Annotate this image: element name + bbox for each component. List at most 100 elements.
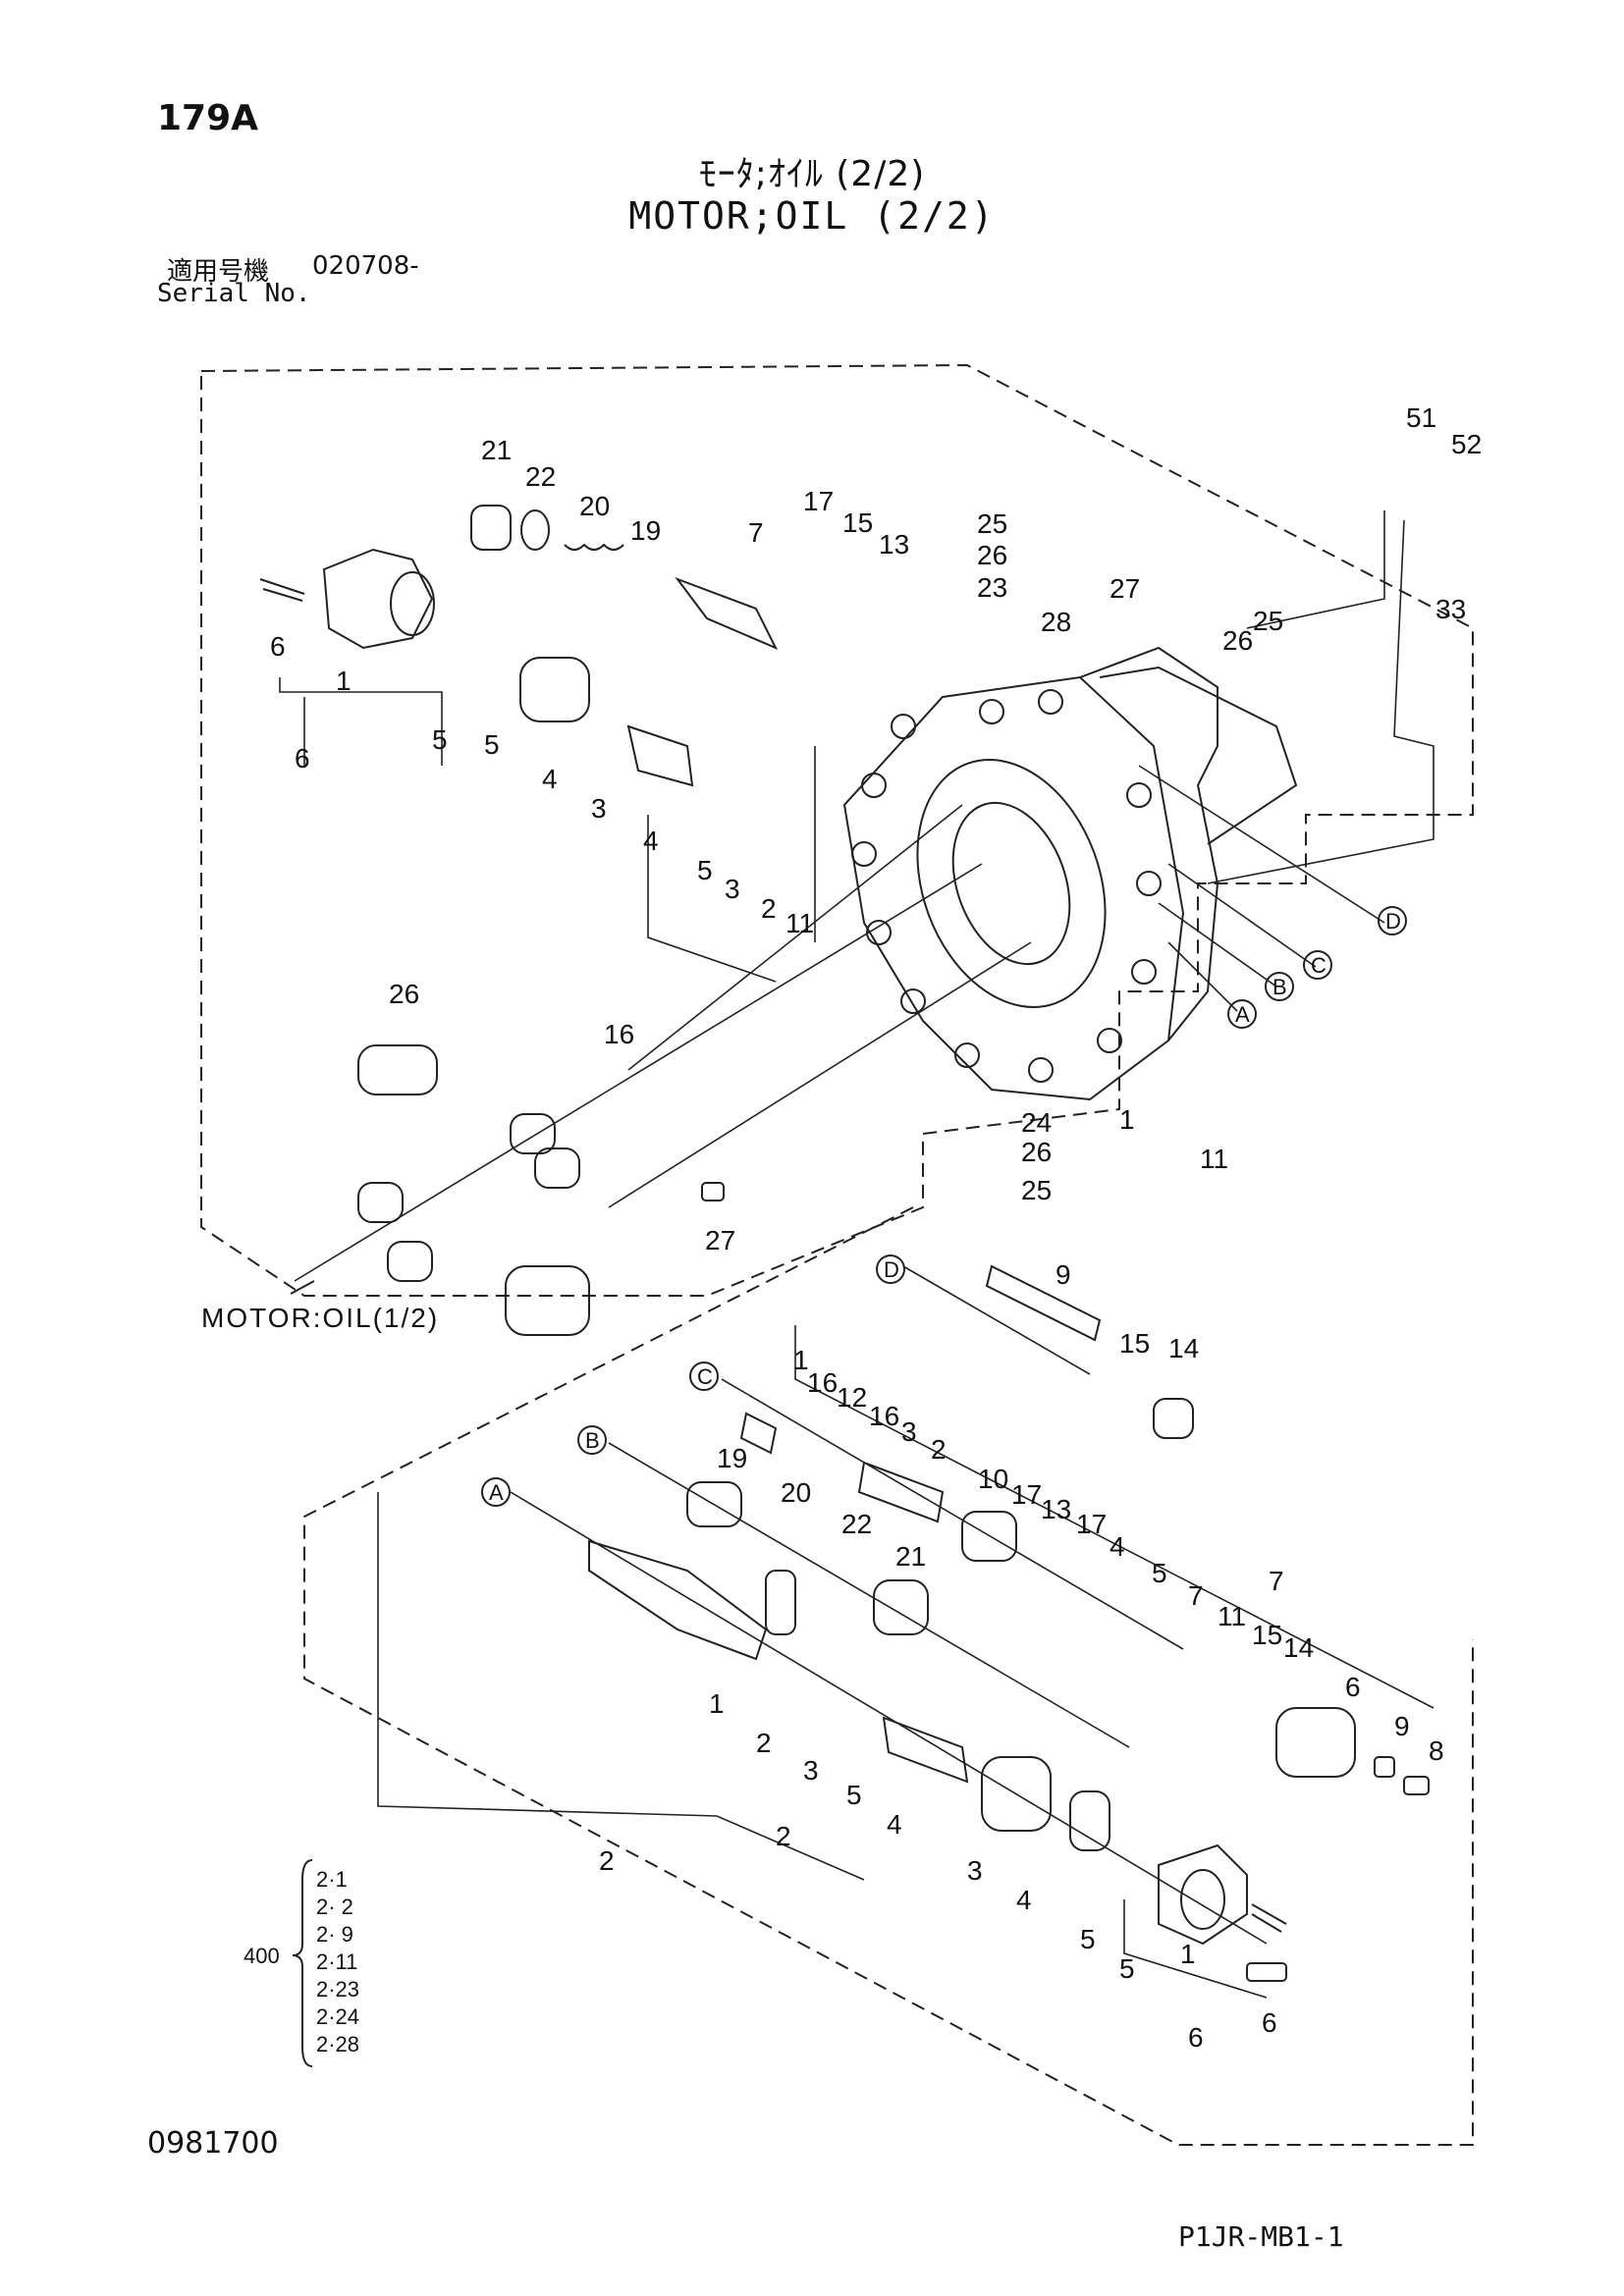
callout: 15	[1252, 1620, 1282, 1650]
callout: 3	[725, 874, 740, 904]
circle-ref-a-lower	[481, 1477, 511, 1507]
callout: 16	[604, 1019, 634, 1049]
spring-stack-left	[357, 1044, 725, 1336]
set-group: 400 2·1 2· 2 2· 9 2·11 2·23 2·24 2·28	[244, 1859, 359, 2067]
set-group-item: 2·1	[316, 1867, 348, 1892]
callout: 10	[978, 1464, 1008, 1494]
callout: 4	[1016, 1885, 1032, 1915]
circle-ref-b-upper	[1265, 972, 1294, 1001]
callout: 6	[1345, 1672, 1361, 1702]
callout: 1	[336, 666, 352, 696]
callout: 4	[542, 764, 558, 794]
callouts-lower: 9 15 14 1 16 12 16 3 2 19 20 22 21 10 17…	[599, 1259, 1444, 2053]
callout: 14	[1168, 1333, 1199, 1363]
callout: 25	[977, 508, 1007, 539]
circle-ref-d-upper-label: D	[1385, 909, 1401, 934]
callout: 3	[901, 1416, 917, 1447]
callout: 7	[1188, 1580, 1204, 1611]
callout: 2	[931, 1434, 947, 1465]
callout: 23	[977, 572, 1007, 603]
set-group-item: 2·23	[316, 1977, 359, 2002]
circle-ref-b-lower-label: B	[585, 1428, 600, 1453]
lower-assembly-parts	[588, 1264, 1430, 1982]
callout: 1	[709, 1688, 725, 1719]
component-parts	[259, 505, 1430, 1982]
set-group-brace	[292, 1859, 313, 2067]
circle-ref-b-lower	[577, 1425, 607, 1455]
callout: 26	[977, 540, 1007, 570]
housing-inner-bore	[951, 801, 1071, 966]
callout: 24	[1021, 1107, 1052, 1138]
callout: 7	[748, 517, 764, 548]
page-number: 179A	[157, 98, 259, 138]
serial-number-value: 020708-	[312, 251, 419, 281]
circle-ref-d-lower-label: D	[884, 1257, 899, 1282]
callout: 19	[717, 1443, 747, 1473]
leader-lines	[279, 510, 1435, 1999]
callout: 16	[869, 1401, 899, 1431]
callout: 15	[842, 507, 873, 538]
callout: 2	[599, 1845, 615, 1876]
callout: 26	[1021, 1137, 1052, 1167]
callout: 26	[389, 979, 419, 1009]
callout: 5	[1152, 1558, 1167, 1588]
circled-references	[481, 906, 1407, 1507]
housing-block	[1079, 646, 1219, 1041]
page-title-english: MOTOR;OIL (2/2)	[628, 194, 996, 238]
lower-boundary	[303, 1206, 1474, 2146]
circle-ref-a-lower-label: A	[489, 1480, 504, 1505]
callout: 26	[1222, 625, 1253, 656]
callout: 17	[1076, 1509, 1107, 1539]
circle-ref-c-lower-label: C	[697, 1364, 713, 1389]
callout: 21	[895, 1541, 926, 1572]
callout: 3	[803, 1755, 819, 1786]
callout: 3	[967, 1855, 983, 1886]
flange-bolt-holes	[851, 689, 1162, 1083]
callout: 5	[697, 855, 713, 885]
callout: 2	[761, 893, 777, 924]
spring-group-upper	[470, 505, 779, 787]
callout: 21	[481, 435, 512, 465]
cross-reference-arrow	[290, 1280, 315, 1295]
cover-bore-upper	[390, 571, 435, 636]
set-group-item: 2·24	[316, 2004, 359, 2029]
callout: 6	[295, 743, 310, 774]
set-group-item: 2·11	[316, 1949, 357, 1974]
circle-ref-d-upper	[1378, 906, 1407, 935]
housing-side	[1099, 666, 1298, 845]
callout: 17	[1011, 1479, 1042, 1510]
callout: 2	[756, 1728, 772, 1758]
callout: 9	[1394, 1711, 1410, 1741]
callout: 11	[785, 908, 814, 938]
callout: 8	[1429, 1735, 1444, 1766]
circle-ref-c-upper-label: C	[1311, 953, 1326, 978]
callout: 16	[807, 1367, 838, 1398]
housing-bore	[916, 759, 1107, 1008]
callout: 5	[484, 729, 500, 760]
upper-boundary	[200, 363, 1474, 1297]
cross-reference-label: MOTOR:OIL(1/2)	[201, 1303, 439, 1333]
circled-reference-letters: D C B A D C B A	[489, 909, 1401, 1505]
circle-ref-c-lower	[689, 1362, 719, 1391]
callout: 6	[1188, 2022, 1204, 2053]
callout: 17	[803, 486, 834, 516]
bolt-upper	[259, 578, 305, 602]
callout: 7	[1269, 1566, 1284, 1596]
callout: 13	[1041, 1494, 1071, 1524]
callout: 6	[1262, 2007, 1277, 2038]
callout: 22	[525, 461, 556, 492]
circle-ref-a-upper-label: A	[1235, 1002, 1250, 1027]
callout: 22	[841, 1509, 872, 1539]
page-title-japanese: ﾓｰﾀ;ｵｲﾙ (2/2)	[698, 154, 926, 194]
callout: 15	[1119, 1328, 1150, 1359]
callout: 5	[1119, 1953, 1135, 1984]
page-code: P1JR-MB1-1	[1178, 2220, 1344, 2253]
callout: 2	[776, 1821, 791, 1851]
callout: 4	[643, 826, 659, 856]
set-group-number: 400	[244, 1944, 280, 1968]
callout: 9	[1056, 1259, 1071, 1290]
document-number: 0981700	[147, 2126, 279, 2161]
callout: 5	[432, 724, 448, 755]
serial-label-english: Serial No.	[157, 279, 311, 308]
